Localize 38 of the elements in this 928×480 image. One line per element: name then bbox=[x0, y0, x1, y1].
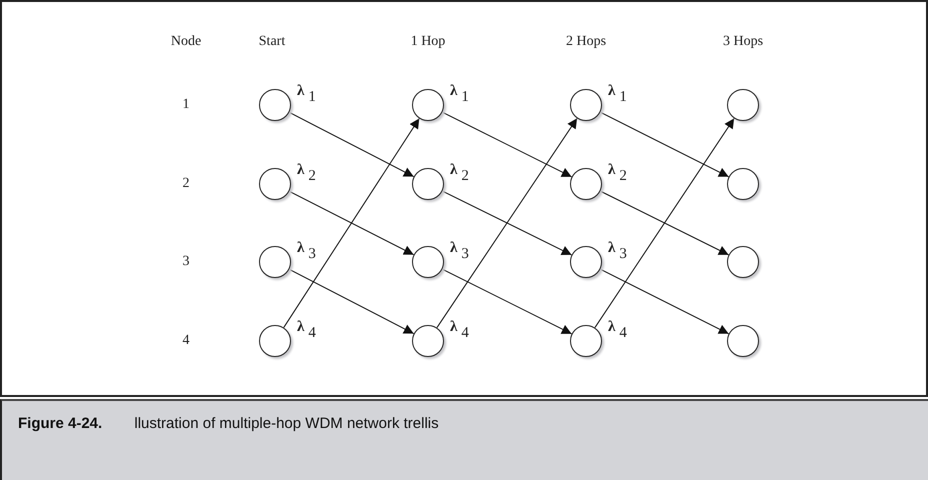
arrow bbox=[600, 268, 730, 334]
arrow bbox=[442, 112, 572, 178]
node-circle bbox=[412, 325, 444, 357]
node-circle bbox=[259, 246, 291, 278]
column-header: Node bbox=[170, 34, 202, 50]
arrow bbox=[600, 190, 730, 256]
column-header: 3 Hops bbox=[722, 34, 764, 50]
node-circle bbox=[259, 89, 291, 121]
node-circle bbox=[259, 325, 291, 357]
column-header: Start bbox=[258, 34, 286, 50]
arrow bbox=[288, 268, 414, 334]
node-circle bbox=[570, 89, 602, 121]
arrow bbox=[600, 112, 730, 178]
row-number: 3 bbox=[182, 254, 190, 270]
node-circle bbox=[412, 89, 444, 121]
column-header: 2 Hops bbox=[566, 34, 606, 50]
node-circle bbox=[727, 246, 759, 278]
node-circle bbox=[412, 246, 444, 278]
node-circle bbox=[727, 168, 759, 200]
row-number: 1 bbox=[182, 97, 190, 113]
figure-caption: Figure 4-24. llustration of multiple-hop WDM network trellis bbox=[18, 415, 439, 432]
node-circle bbox=[570, 246, 602, 278]
arrow bbox=[436, 118, 578, 328]
arrow bbox=[288, 112, 414, 178]
node-circle bbox=[570, 325, 602, 357]
arrow bbox=[594, 118, 735, 328]
column-header: 1 Hop bbox=[410, 34, 446, 50]
node-circle bbox=[412, 168, 444, 200]
node-circle bbox=[259, 168, 291, 200]
node-circle bbox=[727, 89, 759, 121]
arrow bbox=[442, 268, 572, 334]
node-circle bbox=[570, 168, 602, 200]
arrow bbox=[283, 118, 420, 328]
arrow bbox=[288, 190, 414, 256]
arrow bbox=[442, 190, 572, 256]
row-number: 2 bbox=[182, 176, 190, 192]
row-number: 4 bbox=[182, 333, 190, 349]
node-circle bbox=[727, 325, 759, 357]
